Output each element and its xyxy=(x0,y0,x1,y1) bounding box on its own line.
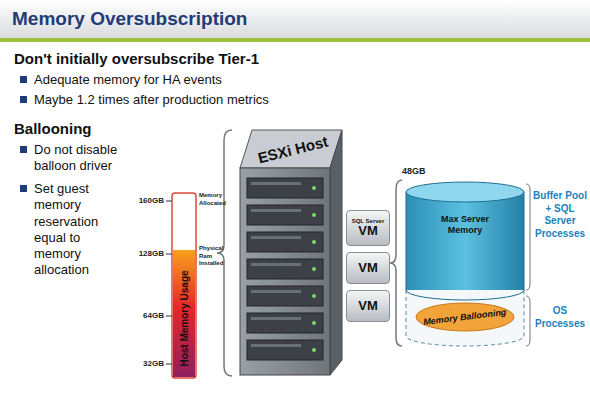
os-bracket xyxy=(526,296,530,346)
vm-text: VM xyxy=(358,261,378,275)
vm-text: SQL Server xyxy=(352,218,385,225)
scale-note: Physical Ram Installed xyxy=(199,245,223,268)
scale-ticks xyxy=(166,201,172,364)
title-bar xyxy=(0,0,590,38)
therm-text: Host Memory Usage xyxy=(179,270,190,366)
bullet-square xyxy=(20,146,27,153)
memory-cylinder: Max Server MemoryMemory Ballooning xyxy=(405,180,525,348)
memory-region-label: Buffer Pool + SQL Server Processes xyxy=(533,190,587,240)
bullet-square xyxy=(20,185,27,192)
scale-note: Memory Allocated xyxy=(199,192,226,207)
scale-value: 32GB xyxy=(130,359,164,369)
server-side xyxy=(330,130,342,375)
server-front xyxy=(240,168,330,375)
host-text: ESXi Host xyxy=(256,132,330,166)
vm-box: VM xyxy=(346,252,390,284)
scale-value: 160GB xyxy=(130,196,164,206)
section-heading: Don't initially oversubscribe Tier-1 xyxy=(14,50,314,69)
vm-brace xyxy=(390,180,402,346)
scale-value: 128GB xyxy=(130,249,164,259)
vm-box: VM xyxy=(346,290,390,322)
bullet-text: Maybe 1.2 times after production metrics xyxy=(34,92,374,108)
server-top xyxy=(240,130,342,168)
capacity-label: 48GB xyxy=(402,166,442,177)
vm-text: VM xyxy=(358,299,378,313)
bullet-text: Do not disable balloon driver xyxy=(34,142,144,175)
scale-value: 64GB xyxy=(130,311,164,321)
bullet-square xyxy=(20,76,27,83)
memory-thermometer: Host Memory Usage xyxy=(172,193,196,378)
thermometer-fill xyxy=(173,250,195,377)
bullet-text: Set guest memory reservation equal to me… xyxy=(34,181,128,279)
bullet-text: Adequate memory for HA events xyxy=(34,72,334,88)
thermometer-tube xyxy=(172,193,196,378)
host-brace xyxy=(217,130,232,376)
pool-bracket xyxy=(526,184,530,290)
memory-region-label: OS Processes xyxy=(533,305,587,330)
cyl-text: Max Server Memory xyxy=(430,214,500,236)
title-rule xyxy=(0,38,590,42)
section-heading: Ballooning xyxy=(14,120,214,139)
vm-box: SQL ServerVM xyxy=(346,210,390,246)
vm-text: VM xyxy=(358,224,378,238)
server-slots xyxy=(247,178,323,360)
slide-title: Memory Oversubscription xyxy=(12,8,247,30)
balloon-ellipse: Memory Ballooning xyxy=(415,301,515,333)
bullet-square xyxy=(20,96,27,103)
server-label: ESXi Host xyxy=(247,131,339,167)
